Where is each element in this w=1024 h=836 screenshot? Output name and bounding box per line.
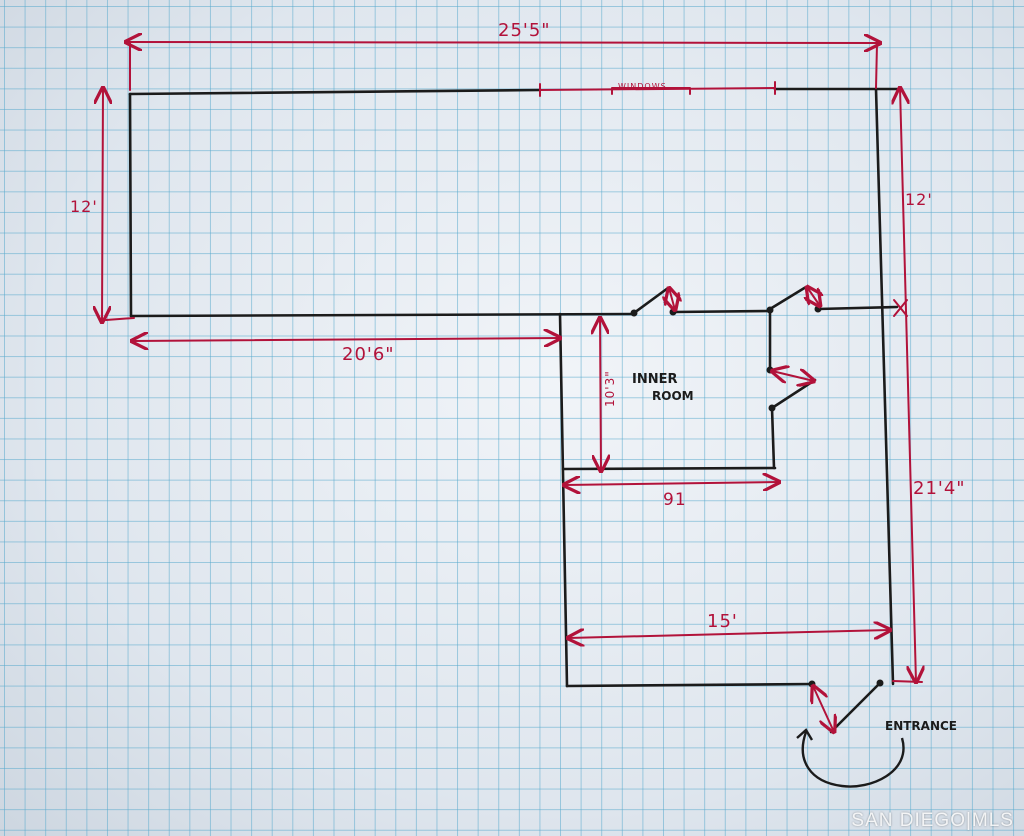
windows-bracket — [611, 87, 691, 95]
mls-watermark: SAN DIEGO|MLS — [851, 810, 1014, 831]
right-wall — [874, 87, 895, 686]
entrance-door-swing — [829, 681, 882, 734]
entrance-label: ENTRANCE — [885, 719, 957, 733]
lower-width-label: 20'6" — [342, 344, 395, 365]
right-upper-height-label: 12' — [905, 190, 933, 209]
left-height-tick — [105, 317, 135, 321]
bottom-wall — [565, 682, 814, 688]
right-height-break-mark — [893, 299, 908, 317]
inner-room-title-line1: INNER — [632, 372, 678, 387]
top-door-swing — [632, 286, 670, 315]
middle-wall-right — [671, 309, 772, 314]
right-door-swing — [768, 285, 808, 311]
right-height-tick-bottom — [892, 680, 923, 683]
left-height-dimension — [102, 88, 103, 322]
inner-room-width-label: 91 — [663, 490, 687, 510]
wall-junction — [768, 404, 776, 412]
top-width-dimension — [126, 42, 880, 43]
bottom-width-label: 15' — [707, 611, 738, 632]
wall-junction — [876, 679, 884, 687]
top-width-label: 25'5" — [498, 20, 551, 41]
inner-room-height-label: 10'3" — [603, 370, 617, 407]
inner-door-swing — [770, 378, 817, 410]
wall-junction — [766, 366, 774, 374]
middle-wall-far-right — [816, 305, 899, 311]
entrance-arrowhead — [796, 728, 814, 741]
right-door-swing-arrow — [807, 287, 820, 306]
walls — [128, 87, 899, 734]
inner-room-height-dimension — [600, 318, 601, 471]
windows-label: WINDOWS — [618, 82, 667, 91]
top-width-tick-right — [875, 43, 878, 89]
top-door-swing-arrow — [669, 288, 675, 310]
entrance-door-swing-arrow — [813, 686, 834, 732]
inner-room-width-dimension — [564, 482, 779, 485]
right-height-dimension — [900, 88, 916, 682]
wall-junction — [766, 306, 774, 314]
wall-junction — [808, 680, 816, 688]
inner-room-bottom-wall — [561, 466, 777, 471]
bottom-width-dimension — [568, 630, 890, 638]
right-lower-height-label: 21'4" — [913, 478, 966, 499]
dimension-lines — [102, 42, 922, 732]
lower-width-dimension — [132, 338, 560, 341]
inner-door-swing-arrow — [772, 371, 814, 381]
lower-left-wall — [558, 312, 569, 688]
middle-wall — [129, 312, 636, 318]
left-wall — [128, 92, 133, 318]
left-height-label: 12' — [70, 197, 98, 216]
top-wall-left — [128, 88, 542, 96]
entrance-arrow — [801, 731, 905, 788]
inner-room-right-wall-lower — [770, 406, 776, 470]
wall-junction — [630, 309, 638, 317]
inner-room-title-line2: ROOM — [652, 389, 694, 403]
